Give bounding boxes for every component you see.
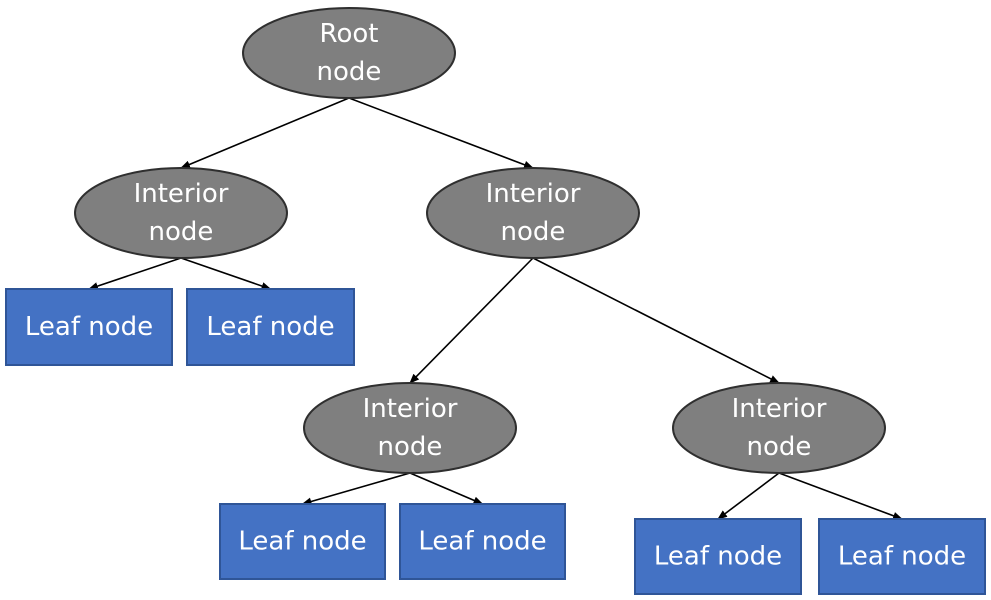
node-shape xyxy=(186,288,355,366)
node-shape xyxy=(5,288,173,366)
node-shape xyxy=(219,503,386,580)
node-shape xyxy=(74,167,288,259)
edges xyxy=(88,97,903,520)
leaf-node-leaf-1: Leaf node xyxy=(5,288,173,366)
node-shape xyxy=(672,382,886,474)
edge-arrow-interior_lower_right-to-leaf_5 xyxy=(717,472,780,520)
leaf-node-leaf-3: Leaf node xyxy=(219,503,386,580)
node-root: Root node xyxy=(242,7,456,99)
leaf-node-leaf-5: Leaf node xyxy=(634,518,802,595)
node-label-line: Leaf node xyxy=(418,527,546,557)
leaf-node-leaf-2: Leaf node xyxy=(186,288,355,366)
edge-arrow-interior_lower_right-to-leaf_6 xyxy=(778,472,903,520)
node-shape xyxy=(242,7,456,99)
leaf-node-leaf-6: Leaf node xyxy=(818,518,986,595)
edge-arrow-root-to-interior_right xyxy=(348,97,534,169)
node-label-line: Leaf node xyxy=(25,312,153,342)
node-shape xyxy=(634,518,802,595)
edge-arrow-interior_right-to-interior_lower_left xyxy=(409,257,534,384)
node-label-line: node xyxy=(378,432,443,462)
node-label-line: Root xyxy=(320,19,379,49)
node-interior-lower-left: Interior node xyxy=(303,382,517,474)
node-label-line: node xyxy=(149,217,214,247)
node-shape xyxy=(399,503,566,580)
node-label-line: Interior xyxy=(486,179,581,209)
edge-arrow-interior_left-to-leaf_2 xyxy=(180,257,272,290)
node-label-line: Interior xyxy=(732,394,827,424)
edge-arrow-interior_lower_left-to-leaf_4 xyxy=(409,472,484,505)
edge-arrow-interior_lower_left-to-leaf_3 xyxy=(301,472,411,506)
node-shape xyxy=(426,167,640,259)
node-interior-left: Interior node xyxy=(74,167,288,259)
edge-arrow-root-to-interior_left xyxy=(180,97,350,169)
edge-arrow-interior_left-to-leaf_1 xyxy=(88,257,182,290)
edge-arrow-interior_right-to-interior_lower_right xyxy=(532,257,780,384)
node-label-line: node xyxy=(317,57,382,87)
node-interior-lower-right: Interior node xyxy=(672,382,886,474)
node-label-line: Leaf node xyxy=(838,542,966,572)
node-label-line: Leaf node xyxy=(238,527,366,557)
node-interior-right: Interior node xyxy=(426,167,640,259)
node-label-line: node xyxy=(501,217,566,247)
nodes: RootnodeInteriornodeInteriornodeInterior… xyxy=(5,7,986,595)
node-label-line: Interior xyxy=(363,394,458,424)
leaf-node-leaf-4: Leaf node xyxy=(399,503,566,580)
node-shape xyxy=(303,382,517,474)
node-label-line: Interior xyxy=(134,179,229,209)
node-label-line: node xyxy=(747,432,812,462)
node-shape xyxy=(818,518,986,595)
node-label-line: Leaf node xyxy=(654,542,782,572)
node-label-line: Leaf node xyxy=(206,312,334,342)
